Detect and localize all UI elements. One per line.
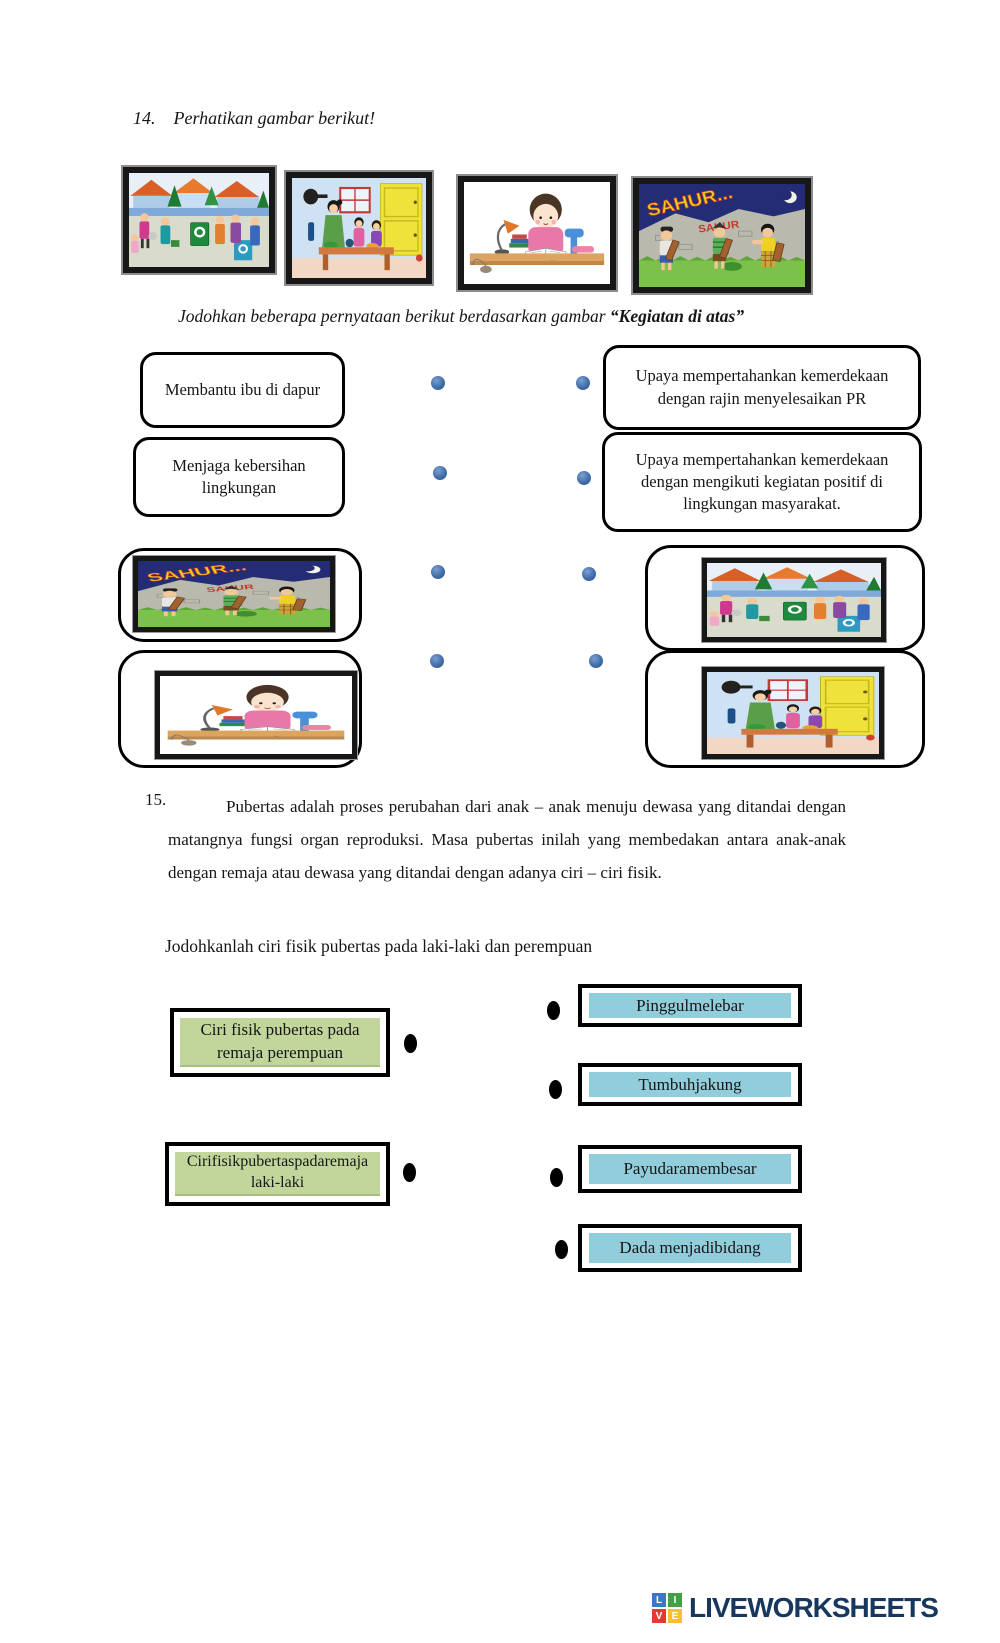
match-right-kegiatan-positif[interactable]: Upaya mempertahankan kemerdekaan dengan … [602, 432, 922, 532]
q15-dot-left-laki[interactable] [403, 1163, 416, 1182]
question-14-title: Perhatikan gambar berikut! [173, 108, 376, 128]
green-box-label: Cirifisikpubertaspadaremaja laki-laki [186, 1153, 369, 1191]
match-left-label: Membantu ibu di dapur [164, 379, 321, 399]
question-14-heading: 14. Perhatikan gambar berikut! [133, 108, 375, 129]
match-dot-right-4[interactable] [589, 654, 603, 668]
q15-dot-dada[interactable] [555, 1240, 568, 1259]
image-village-cleanup-small [702, 558, 886, 642]
match-right-pinggul-melebar[interactable]: Pinggulmelebar [578, 984, 802, 1027]
match-left-membantu-ibu[interactable]: Membantu ibu di dapur [140, 352, 345, 428]
q15-dot-left-perempuan[interactable] [404, 1034, 417, 1053]
match-left-label: Menjaga kebersihan lingkungan [172, 455, 306, 497]
match-right-payudara-membesar[interactable]: Payudaramembesar [578, 1145, 802, 1193]
image-village-cleanup [123, 167, 275, 273]
blue-box-label: Pinggulmelebar [636, 995, 744, 1015]
match-dot-left-1[interactable] [431, 376, 445, 390]
image-sahur-patrol-small [133, 556, 335, 632]
logo-letter: V [652, 1609, 666, 1623]
logo-letter: I [668, 1593, 682, 1607]
image-cooking-small [702, 667, 884, 759]
match-left-kebersihan[interactable]: Menjaga kebersihan lingkungan [133, 437, 345, 517]
q14-instruction: Jodohkan beberapa pernyataan berikut ber… [178, 306, 744, 327]
question-14-number: 14. [133, 108, 156, 128]
match-right-rajin-pr[interactable]: Upaya mempertahankan kemerdekaan dengan … [603, 345, 921, 430]
question-15-paragraph: Pubertas adalah proses perubahan dari an… [168, 797, 846, 882]
image-child-studying [458, 176, 616, 290]
match-dot-right-1[interactable] [576, 376, 590, 390]
match-right-tumbuh-jakun[interactable]: Tumbuhjakung [578, 1063, 802, 1106]
match-dot-right-3[interactable] [582, 567, 596, 581]
q15-dot-jakun[interactable] [549, 1080, 562, 1099]
image-child-studying-small [155, 671, 357, 759]
question-15-number: 15. [145, 790, 167, 809]
match-left-imagebox-study[interactable] [118, 650, 362, 768]
match-dot-right-2[interactable] [577, 471, 591, 485]
q15-dot-pinggul[interactable] [547, 1001, 560, 1020]
logo-letter: E [668, 1609, 682, 1623]
blue-box-label: Dada menjadibidang [619, 1238, 761, 1257]
q14-instruction-bold: “Kegiatan di atas” [609, 306, 745, 326]
liveworksheets-logo-text: LIVEWORKSHEETS [689, 1592, 939, 1623]
q15-dot-payudara[interactable] [550, 1168, 563, 1187]
match-right-dada-bidang[interactable]: Dada menjadibidang [578, 1224, 802, 1272]
q15-instruction: Jodohkanlah ciri fisik pubertas pada lak… [165, 936, 593, 956]
green-box-label: Ciri fisik pubertas pada remaja perempua… [200, 1020, 360, 1062]
match-left-ciri-laki[interactable]: Cirifisikpubertaspadaremaja laki-laki [165, 1142, 390, 1206]
logo-letter: L [652, 1593, 666, 1607]
match-dot-left-2[interactable] [433, 466, 447, 480]
match-right-label: Upaya mempertahankan kemerdekaan dengan … [635, 366, 889, 408]
blue-box-label: Tumbuhjakung [638, 1074, 742, 1094]
match-left-ciri-perempuan[interactable]: Ciri fisik pubertas pada remaja perempua… [170, 1008, 390, 1077]
match-left-imagebox-sahur[interactable] [118, 548, 362, 642]
match-dot-left-4[interactable] [430, 654, 444, 668]
match-dot-left-3[interactable] [431, 565, 445, 579]
image-cooking-with-mother [286, 172, 432, 284]
liveworksheets-logo-icon: L I V E [652, 1593, 682, 1623]
blue-box-label: Payudaramembesar [623, 1159, 757, 1178]
image-sahur-patrol [633, 178, 811, 293]
match-right-label: Upaya mempertahankan kemerdekaan dengan … [635, 449, 889, 514]
match-right-imagebox-kitchen[interactable] [645, 650, 925, 768]
match-right-imagebox-village[interactable] [645, 545, 925, 651]
q14-instruction-text: Jodohkan beberapa pernyataan berikut ber… [178, 306, 610, 326]
liveworksheets-logo: L I V E LIVEWORKSHEETS [652, 1592, 939, 1624]
